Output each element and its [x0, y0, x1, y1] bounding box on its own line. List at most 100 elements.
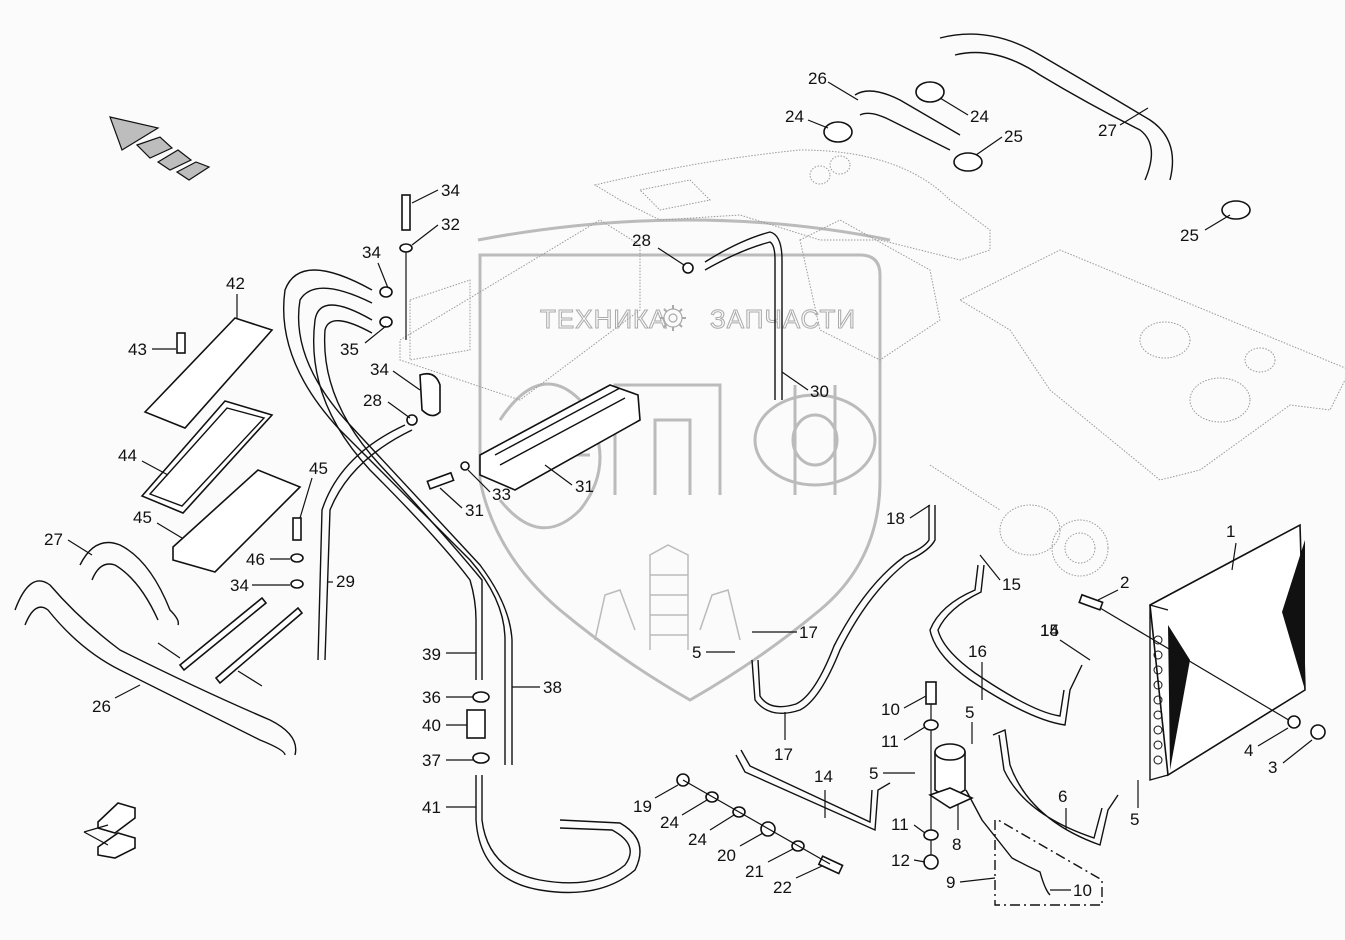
callout-label: 40 — [422, 716, 441, 735]
pipe-16 — [751, 505, 936, 714]
callout-label: 21 — [745, 862, 764, 881]
hose-clip — [379, 286, 393, 298]
callout-label: 31 — [465, 501, 484, 520]
callout-label: 20 — [717, 846, 736, 865]
callout-label: 33 — [492, 485, 511, 504]
receiver-drier — [928, 743, 974, 809]
watermark-text-right: ЗАПЧАСТИ — [710, 304, 856, 334]
compressor — [929, 464, 1109, 577]
hose-clip — [472, 691, 490, 703]
callout-label: 38 — [543, 678, 562, 697]
callout-label: 31 — [575, 477, 594, 496]
callout-label: 24 — [970, 107, 989, 126]
callout-label: 34 — [441, 181, 460, 200]
pipe-13 — [735, 749, 891, 832]
cover — [143, 317, 274, 429]
strap — [214, 606, 304, 685]
callout-label: 6 — [1058, 787, 1067, 806]
washer — [923, 829, 939, 841]
callout-label: 45 — [133, 508, 152, 527]
washer — [399, 243, 413, 253]
air-hose-26-top — [854, 90, 961, 151]
hose-clamp — [1221, 200, 1251, 220]
callout-label: 34 — [370, 360, 389, 379]
callout-label: 4 — [1244, 741, 1253, 760]
callout-label: 1 — [1226, 522, 1235, 541]
callout-label: 44 — [118, 446, 137, 465]
callout-label: 9 — [946, 873, 955, 892]
drain-hose-28-left — [317, 424, 413, 661]
callout-label: 5 — [692, 643, 701, 662]
bolt — [1078, 593, 1104, 611]
bolt — [401, 194, 411, 231]
callout-label: 10 — [1073, 881, 1092, 900]
bolt — [817, 855, 844, 875]
pipe-6 — [992, 729, 1119, 846]
grommet — [419, 372, 441, 417]
callout-label: 27 — [44, 530, 63, 549]
callout-label: 41 — [422, 798, 441, 817]
water-valve — [466, 709, 486, 739]
callout-label: 28 — [363, 391, 382, 410]
hose-holder — [97, 802, 136, 859]
washer — [290, 579, 304, 589]
callout-label: 8 — [952, 835, 961, 854]
hose-clamp — [823, 121, 853, 143]
callout-label: 14 — [814, 767, 833, 786]
callout-label: 22 — [773, 878, 792, 897]
hose-clip — [682, 262, 694, 274]
callouts: 26 24 24 25 27 25 34 32 34 35 34 28 28 3… — [44, 69, 1313, 900]
callout-label: 45 — [309, 459, 328, 478]
filter — [172, 469, 302, 573]
callout-label: 15 — [1040, 621, 1059, 640]
drain-hose-28-right — [704, 231, 783, 400]
callout-label: 24 — [785, 107, 804, 126]
callout-label: 16 — [968, 642, 987, 661]
callout-label: 10 — [881, 700, 900, 719]
pressure-switch-cable — [965, 789, 1051, 896]
washer — [290, 553, 304, 563]
pipe-15 — [929, 564, 1083, 726]
washer — [460, 461, 470, 471]
seal — [140, 400, 274, 514]
callout-label: 18 — [886, 509, 905, 528]
washer — [923, 719, 939, 731]
watermark-arc — [477, 218, 891, 242]
callout-label: 2 — [1120, 573, 1129, 592]
callout-label: 5 — [1130, 810, 1139, 829]
callout-label: 14 — [1040, 621, 1059, 640]
callout-label: 24 — [660, 813, 679, 832]
forward-direction-arrow-icon — [109, 116, 211, 181]
parts — [14, 33, 1326, 906]
washer — [1287, 715, 1301, 729]
screw — [176, 332, 186, 354]
callout-label: 35 — [340, 340, 359, 359]
heater-hose-36 — [312, 304, 483, 680]
watermark-shield — [478, 253, 882, 702]
nut — [923, 854, 939, 870]
cab-housing-ghost — [399, 149, 1345, 577]
hose-clamp — [915, 81, 945, 103]
callout-label: 19 — [633, 797, 652, 816]
callout-label: 34 — [230, 576, 249, 595]
heater-hose-38 — [475, 775, 641, 894]
callout-label: 43 — [128, 340, 147, 359]
callout-label: 42 — [226, 274, 245, 293]
nut — [1310, 724, 1326, 740]
watermark-text-left: ТЕХНИКА — [540, 304, 668, 334]
callout-label: 29 — [336, 572, 355, 591]
callout-label: 5 — [869, 764, 878, 783]
air-hose-26-left — [79, 541, 180, 626]
gear-icon — [660, 305, 686, 331]
hose-clip — [472, 752, 490, 764]
air-hose-top — [939, 33, 1174, 181]
callout-label: 26 — [92, 697, 111, 716]
hose-clip — [379, 316, 393, 328]
callout-label: 39 — [422, 645, 441, 664]
callout-label: 37 — [422, 751, 441, 770]
callout-label: 26 — [808, 69, 827, 88]
callout-label: 32 — [441, 215, 460, 234]
watermark-letter-f — [753, 385, 877, 495]
callout-label: 25 — [1004, 127, 1023, 146]
bolt — [426, 471, 455, 490]
